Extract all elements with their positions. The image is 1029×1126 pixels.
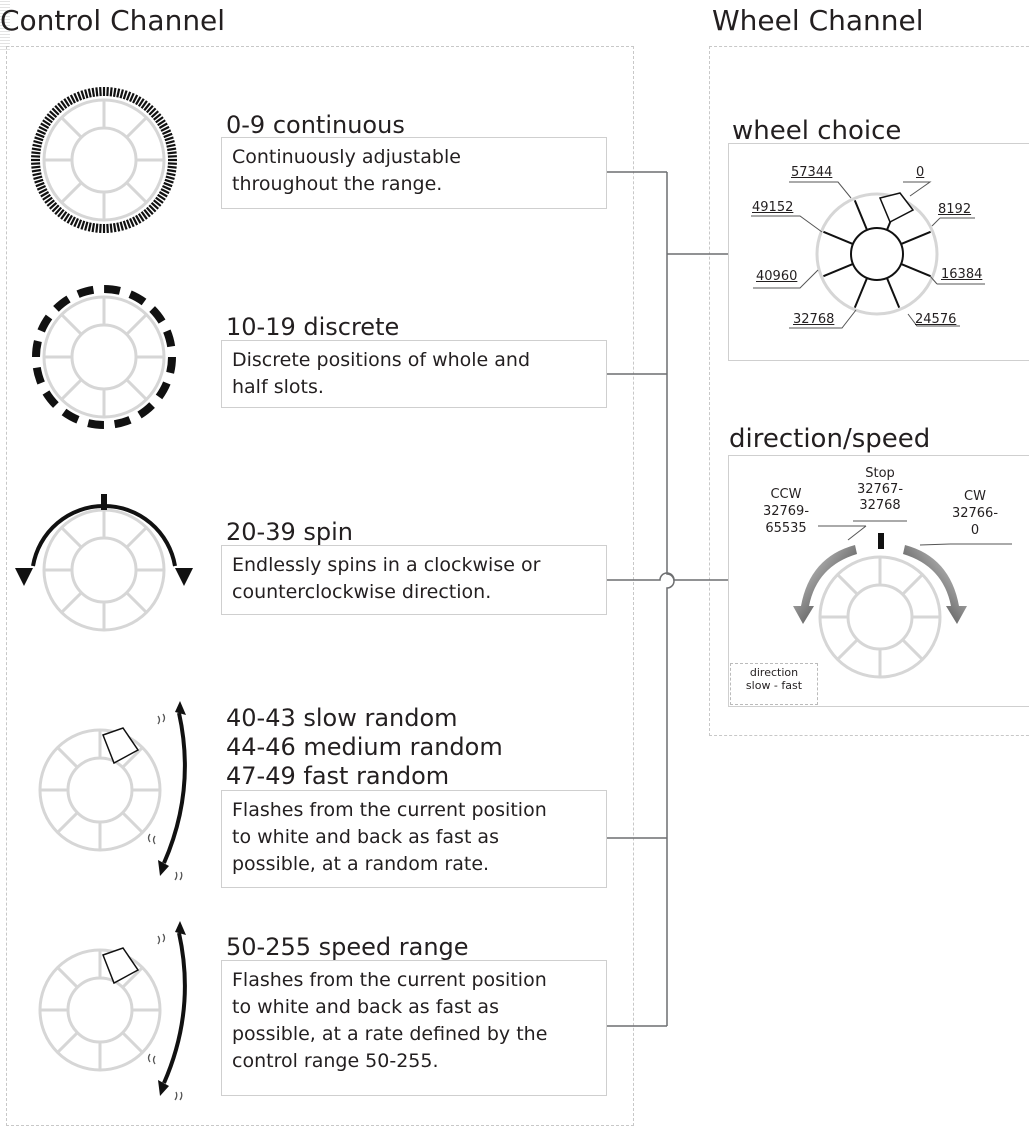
- label-line: 32769-: [756, 503, 816, 520]
- ccw-label: CCW 32769- 65535: [756, 486, 816, 537]
- label-line: 0: [945, 522, 1005, 539]
- wheel-spoke: [903, 575, 923, 595]
- label-line: 32766-: [945, 505, 1005, 522]
- wheel-spoke: [838, 575, 858, 595]
- note-line: direction: [731, 666, 817, 679]
- direction-note: direction slow - fast: [730, 663, 818, 705]
- label-line: 65535: [756, 520, 816, 537]
- cw-label: CW 32766- 0: [945, 488, 1005, 539]
- label-line: CW: [945, 488, 1005, 505]
- label-line: Stop: [846, 466, 914, 482]
- wheel-spoke: [903, 640, 923, 660]
- stop-label: Stop 32767- 32768: [846, 466, 914, 514]
- wheel-spoke: [838, 640, 858, 660]
- label-line: CCW: [756, 486, 816, 503]
- label-line: 32767-: [846, 482, 914, 498]
- stop-marker: [878, 533, 884, 549]
- label-line: 32768: [846, 498, 914, 514]
- note-line: slow - fast: [731, 679, 817, 692]
